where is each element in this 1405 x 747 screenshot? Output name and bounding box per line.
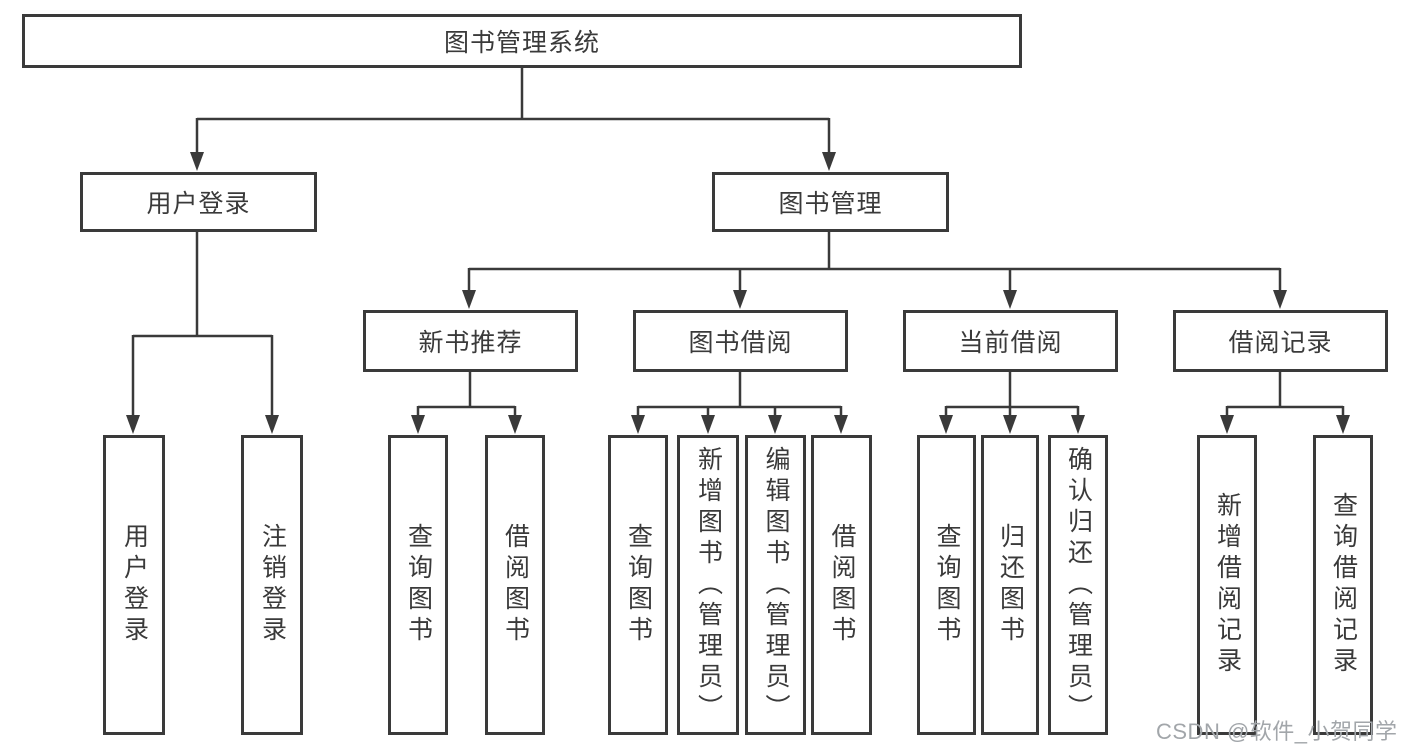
leaf-add-borrow-record: 新增借阅记录 bbox=[1197, 435, 1257, 735]
leaf-borrow-books: 借阅图书 bbox=[811, 435, 872, 735]
arrowhead bbox=[462, 290, 476, 309]
arrowhead bbox=[1003, 290, 1017, 309]
arrowhead bbox=[733, 290, 747, 309]
node-user-login: 用户登录 bbox=[80, 172, 317, 232]
node-borrowing-records: 借阅记录 bbox=[1173, 310, 1388, 372]
arrowhead bbox=[1273, 290, 1287, 309]
arrowhead bbox=[1003, 415, 1017, 434]
arrowhead bbox=[1071, 415, 1085, 434]
leaf-query-books-current: 查询图书 bbox=[917, 435, 976, 735]
node-book-management: 图书管理 bbox=[712, 172, 949, 232]
leaf-logout: 注销登录 bbox=[241, 435, 303, 735]
arrowhead bbox=[768, 415, 782, 434]
arrowhead bbox=[190, 152, 204, 171]
leaf-return-books: 归还图书 bbox=[981, 435, 1039, 735]
node-library-management-system: 图书管理系统 bbox=[22, 14, 1022, 68]
arrowhead bbox=[631, 415, 645, 434]
arrowhead bbox=[126, 415, 140, 434]
csdn-watermark: CSDN @软件_小贺同学 bbox=[1156, 719, 1398, 744]
arrowhead bbox=[411, 415, 425, 434]
leaf-add-books-admin: 新增图书（管理员） bbox=[677, 435, 739, 735]
arrowhead bbox=[939, 415, 953, 434]
arrowhead bbox=[1336, 415, 1350, 434]
leaf-user-login: 用户登录 bbox=[103, 435, 165, 735]
node-book-borrowing: 图书借阅 bbox=[633, 310, 848, 372]
arrowhead bbox=[701, 415, 715, 434]
leaf-query-books-recommend: 查询图书 bbox=[388, 435, 448, 735]
arrowhead bbox=[822, 152, 836, 171]
leaf-borrow-books-recommend: 借阅图书 bbox=[485, 435, 545, 735]
arrowhead bbox=[508, 415, 522, 434]
leaf-confirm-return-admin: 确认归还（管理员） bbox=[1048, 435, 1108, 735]
leaf-query-borrow-record: 查询借阅记录 bbox=[1313, 435, 1373, 735]
arrowhead bbox=[1220, 415, 1234, 434]
arrowhead bbox=[834, 415, 848, 434]
arrowhead bbox=[265, 415, 279, 434]
node-current-borrowing: 当前借阅 bbox=[903, 310, 1118, 372]
node-new-book-recommendation: 新书推荐 bbox=[363, 310, 578, 372]
leaf-edit-books-admin: 编辑图书（管理员） bbox=[745, 435, 806, 735]
leaf-query-books-borrowing: 查询图书 bbox=[608, 435, 668, 735]
